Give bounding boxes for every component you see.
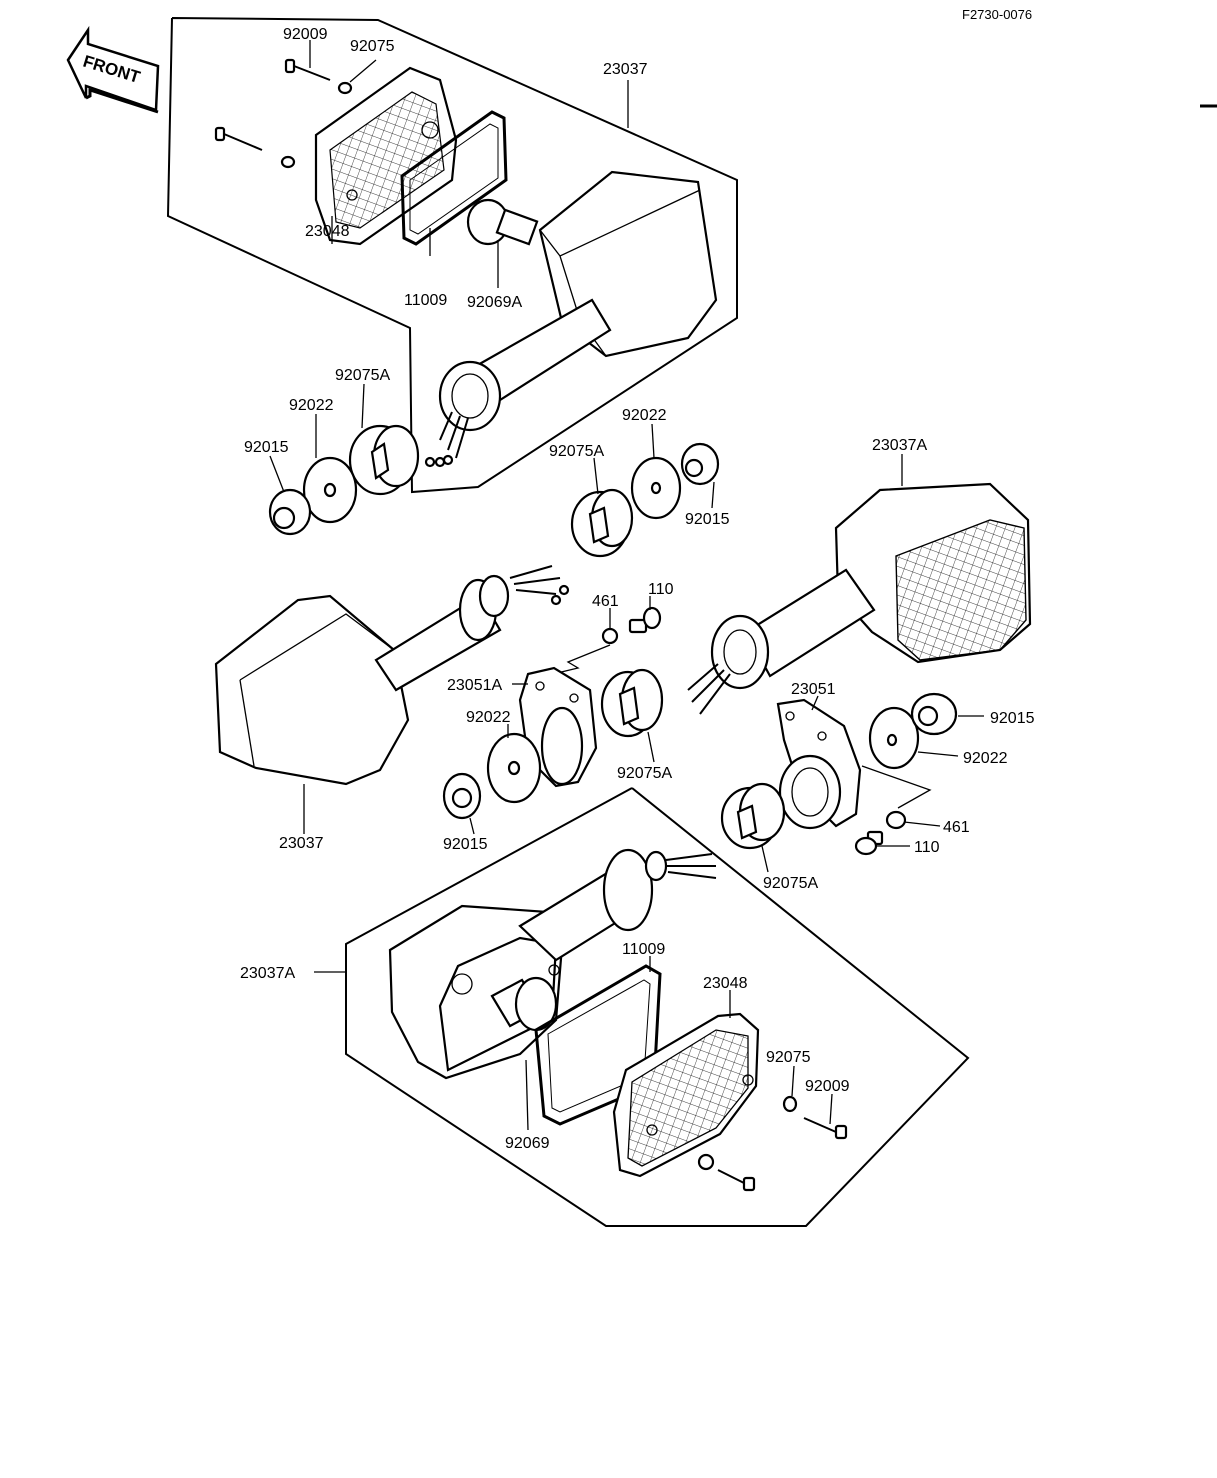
label-92022-mid: 92022: [622, 407, 667, 424]
label-23037A-bottom: 23037A: [240, 965, 295, 982]
washer-92022-center: [486, 732, 542, 804]
label-92075A-center: 92075A: [617, 765, 672, 782]
label-11009-bottom: 11009: [622, 941, 665, 958]
bulb-92069A: [466, 198, 539, 246]
leader-right-bracket: [861, 765, 932, 809]
grommet-92075A-top-left: [348, 424, 420, 496]
washer-92022-right: [868, 706, 920, 770]
grommet-92075A-center: [600, 668, 664, 738]
housing-23037-top: [424, 170, 718, 468]
front-arrow-icon: FRONT: [66, 25, 160, 114]
label-23048-top: 23048: [305, 223, 350, 240]
label-461-right: 461: [943, 819, 970, 836]
screw-92009-top: [284, 58, 331, 81]
label-92009-top: 92009: [283, 26, 328, 43]
label-92022-center: 92022: [466, 709, 511, 726]
washer-92022-top-left: [302, 456, 358, 524]
label-23037-left: 23037: [279, 835, 324, 852]
label-92075A-top-left: 92075A: [335, 367, 390, 384]
drawing-code: F2730-0076: [962, 7, 1032, 22]
lens-23048-bottom: [612, 1012, 760, 1178]
label-23037-top: 23037: [603, 61, 648, 78]
label-92009-bottom: 92009: [805, 1078, 850, 1095]
top-assembly-outline: [166, 17, 738, 494]
housing-23037A-right: [687, 482, 1032, 715]
label-92075A-mid: 92075A: [549, 443, 604, 460]
leader-lines: [269, 40, 984, 1131]
label-92015-center: 92015: [443, 836, 488, 853]
housing-23037A-bottom: [388, 848, 717, 1080]
bracket-23051: [776, 698, 862, 830]
nut-92015-right: [910, 692, 958, 736]
label-92022-top-left: 92022: [289, 397, 334, 414]
washer-92075-top: [337, 81, 353, 95]
label-23048-bottom: 23048: [703, 975, 748, 992]
bolt-110-right: [854, 830, 884, 856]
label-110-center: 110: [648, 581, 674, 598]
lens-23048-top: [314, 66, 458, 246]
label-92015-top-left: 92015: [244, 439, 289, 456]
label-92069A: 92069A: [467, 294, 522, 311]
screw-92009-bottom-left: [717, 1169, 756, 1192]
washer-461-right: [885, 810, 907, 830]
label-92022-right: 92022: [963, 750, 1008, 767]
label-23037A-right: 23037A: [872, 437, 927, 454]
housing-23037-left: [214, 565, 570, 786]
screw-92009-bottom-right: [803, 1117, 848, 1140]
washer-92075-lower: [280, 155, 296, 169]
nut-92015-top-left: [268, 488, 312, 536]
label-23051: 23051: [791, 681, 836, 698]
nut-92015-center: [442, 772, 482, 820]
grommet-92075A-right: [720, 782, 786, 850]
bottom-assembly-outline: [345, 787, 970, 1227]
label-92015-right: 92015: [990, 710, 1035, 727]
label-92075-top: 92075: [350, 38, 395, 55]
label-461-center: 461: [592, 593, 619, 610]
washer-92075-bottom-left: [697, 1153, 715, 1171]
label-92069: 92069: [505, 1135, 550, 1152]
label-92075A-right: 92075A: [763, 875, 818, 892]
washer-92022-mid: [630, 456, 682, 520]
nut-92015-mid: [680, 442, 720, 486]
label-110-right: 110: [914, 839, 940, 856]
label-92075-bottom: 92075: [766, 1049, 811, 1066]
label-23051A: 23051A: [447, 677, 502, 694]
bolt-110-center: [628, 606, 662, 634]
label-11009-top: 11009: [404, 292, 447, 309]
label-92015-mid: 92015: [685, 511, 730, 528]
screw-92009-lower: [214, 126, 263, 151]
gasket-11009-top: [400, 110, 508, 246]
washer-461-center: [601, 627, 619, 645]
bulb-92069: [490, 976, 558, 1032]
grommet-92075A-mid: [570, 488, 634, 558]
washer-92075-bottom: [782, 1095, 798, 1113]
